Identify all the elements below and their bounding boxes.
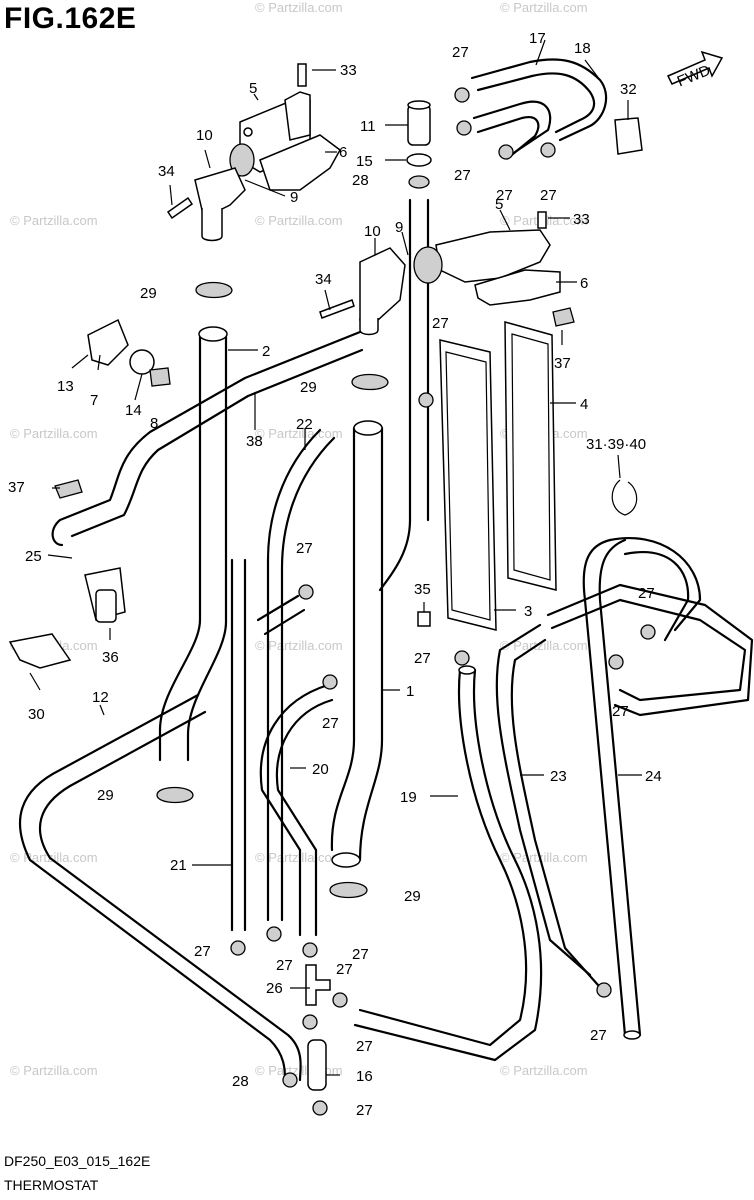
figure-caption: THERMOSTAT (4, 1177, 99, 1193)
watermark: © Partzilla.com (255, 850, 343, 865)
callout-20: 20 (312, 761, 329, 778)
callout-27: 27 (540, 187, 557, 204)
callout-27: 27 (496, 187, 513, 204)
callout-8: 8 (150, 415, 158, 432)
figure-code: DF250_E03_015_162E (4, 1153, 151, 1169)
callout-22: 22 (296, 416, 313, 433)
callout-12: 12 (92, 689, 109, 706)
callout-15: 15 (356, 153, 373, 170)
callout-28: 28 (352, 172, 369, 189)
callout-35: 35 (414, 581, 431, 598)
callout-10-right: 10 (364, 223, 381, 240)
callout-2: 2 (262, 343, 270, 360)
callout-36: 36 (102, 649, 119, 666)
fwd-label: FWD (675, 62, 713, 91)
callout-9-right: 9 (395, 219, 403, 236)
callout-13: 13 (57, 378, 74, 395)
watermark: © Partzilla.com (255, 1063, 343, 1078)
callout-27: 27 (356, 1038, 373, 1055)
callout-29: 29 (300, 379, 317, 396)
callout-24: 24 (645, 768, 662, 785)
callout-29: 29 (140, 285, 157, 302)
figure-title: FIG.162E (4, 2, 137, 35)
callout-18: 18 (574, 40, 591, 57)
callout-10: 10 (196, 127, 213, 144)
callout-27: 27 (352, 946, 369, 963)
watermark: © Partzilla.com (255, 213, 343, 228)
callout-30: 30 (28, 706, 45, 723)
callout-29: 29 (97, 787, 114, 804)
callout-6-right: 6 (580, 275, 588, 292)
watermark: © Partzilla.com (255, 0, 343, 15)
callout-32: 32 (620, 81, 637, 98)
callout-25: 25 (25, 548, 42, 565)
components (8, 63, 656, 1116)
callout-labels: 1 2 3 4 5 5 6 6 7 8 9 9 10 10 11 12 13 1… (8, 30, 662, 1119)
callout-5-right: 5 (495, 196, 503, 213)
callout-11: 11 (360, 118, 376, 135)
callout-14: 14 (125, 402, 142, 419)
callout-27: 27 (452, 44, 469, 61)
watermark: © Partzilla.com (10, 213, 98, 228)
callout-33-right: 33 (573, 211, 590, 228)
callout-26: 26 (266, 980, 283, 997)
callout-9: 9 (290, 189, 298, 206)
callout-27: 27 (454, 167, 471, 184)
callout-27: 27 (638, 585, 655, 602)
callout-21: 21 (170, 857, 187, 874)
watermark: © Partzilla.com (255, 638, 343, 653)
callout-4: 4 (580, 396, 588, 413)
hoses (18, 58, 754, 1091)
leader-lines (29, 39, 642, 1076)
callout-1: 1 (406, 683, 414, 700)
callout-34: 34 (158, 163, 175, 180)
callout-31-39-40: 31·39·40 (586, 436, 646, 453)
watermark: © Partzilla.com (10, 850, 98, 865)
callout-28: 28 (232, 1073, 249, 1090)
callout-37-right: 37 (554, 355, 571, 372)
callout-29: 29 (404, 888, 421, 905)
callout-27: 27 (414, 650, 431, 667)
callout-27: 27 (356, 1102, 373, 1119)
callout-27: 27 (590, 1027, 607, 1044)
watermark: © Partzilla.com (500, 850, 588, 865)
callout-33: 33 (340, 62, 357, 79)
callout-27: 27 (194, 943, 211, 960)
watermark: © Partzilla.com (10, 426, 98, 441)
callout-5: 5 (249, 80, 257, 97)
watermark: © Partzilla.com (10, 1063, 98, 1078)
callout-7: 7 (90, 392, 98, 409)
callout-27: 27 (276, 957, 293, 974)
callout-16: 16 (356, 1068, 373, 1085)
watermark: © Partzilla.com (500, 1063, 588, 1078)
callout-27: 27 (322, 715, 339, 732)
callout-27: 27 (296, 540, 313, 557)
watermark: © Partzilla.com (500, 0, 588, 15)
callout-6: 6 (339, 144, 347, 161)
callout-17: 17 (529, 30, 546, 47)
callout-27: 27 (432, 315, 449, 332)
callout-38: 38 (246, 433, 263, 450)
watermark: © Partzilla.com (500, 638, 588, 653)
callout-19: 19 (400, 789, 417, 806)
callout-27: 27 (612, 703, 629, 720)
fwd-arrow-icon: FWD (666, 50, 724, 91)
callout-37: 37 (8, 479, 25, 496)
callout-34-right: 34 (315, 271, 332, 288)
callout-3: 3 (524, 603, 532, 620)
callout-23: 23 (550, 768, 567, 785)
callout-27: 27 (336, 961, 353, 978)
